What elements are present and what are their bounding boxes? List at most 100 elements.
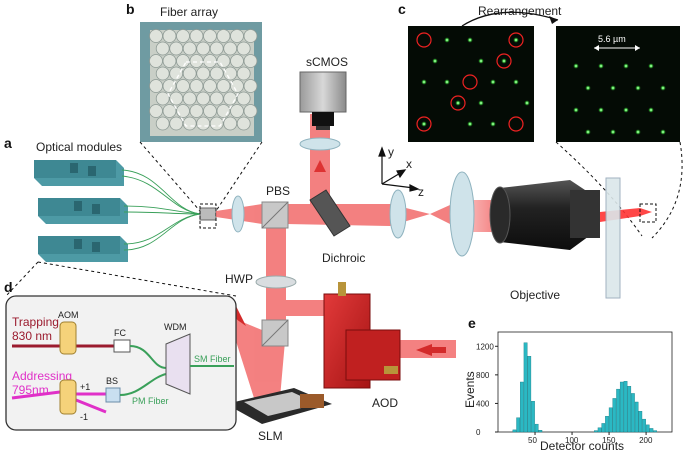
atom-spot — [585, 85, 591, 91]
fiber-core — [223, 41, 238, 56]
fiber-core — [243, 54, 258, 68]
panel-b-label: b — [126, 1, 135, 17]
rearrangement-label: Rearrangement — [478, 4, 562, 18]
fiber-core — [169, 91, 184, 106]
atom-spot — [478, 100, 484, 106]
fiber-core — [236, 66, 251, 81]
atom-spot — [648, 107, 654, 113]
fiber-array-label: Fiber array — [160, 5, 218, 19]
histogram-bar — [520, 381, 524, 433]
histogram-bar — [597, 427, 602, 433]
lens-camera — [299, 137, 341, 151]
fiber-core — [216, 54, 231, 68]
aom-label: AOM — [58, 310, 79, 320]
fiber-trap — [129, 345, 167, 369]
fiber-core — [189, 54, 204, 68]
histogram-bar — [531, 401, 535, 433]
panel-e-label: e — [468, 315, 476, 331]
histogram-bar — [638, 411, 643, 433]
atom-spot — [444, 79, 450, 85]
fiber-core — [236, 41, 251, 56]
histogram-bar — [608, 407, 613, 433]
fiber-core — [182, 116, 197, 131]
dichroic-mirror — [309, 189, 351, 237]
fiber-core — [169, 41, 184, 56]
atom-spot — [455, 100, 461, 106]
aom-top — [59, 321, 77, 355]
x-tick-label: 50 — [528, 436, 537, 445]
defect-circle — [450, 95, 466, 111]
x-tick-label: 200 — [639, 436, 653, 445]
trapping-label: Trapping — [12, 315, 59, 329]
atom-spot — [490, 121, 496, 127]
pbs-label: PBS — [266, 184, 290, 198]
hwp-label: HWP — [225, 272, 253, 286]
bs-label: BS — [106, 376, 118, 386]
defect-circle — [416, 32, 432, 48]
histogram-bar — [649, 428, 654, 433]
fiber-core — [169, 66, 184, 81]
plot-frame — [497, 331, 673, 433]
hexagon-outline — [167, 61, 239, 127]
histogram-bar — [642, 418, 646, 433]
fiber-core — [149, 79, 163, 93]
optical-modules — [34, 160, 201, 262]
coordinate-axes — [378, 146, 420, 192]
defect-circle — [416, 116, 432, 132]
zoom-line-c2 — [555, 141, 643, 237]
slm-label: SLM — [258, 429, 283, 443]
defect-circle — [496, 53, 512, 69]
axis-x-label: x — [406, 157, 412, 171]
atom-spot — [467, 121, 473, 127]
fiber-core — [189, 104, 204, 118]
fiber-core — [176, 54, 190, 68]
defect-circle — [508, 116, 524, 132]
fiber-core — [209, 41, 224, 56]
aom-bottom — [59, 379, 77, 415]
fiber-core — [176, 29, 190, 43]
histogram-bar — [627, 386, 632, 433]
fiber-core — [209, 91, 224, 106]
y-axis-label: Events — [463, 371, 477, 408]
fiber-core — [209, 66, 224, 81]
atom-spot — [585, 129, 591, 135]
atom-spot — [444, 37, 450, 43]
atom-spot — [610, 85, 616, 91]
atom-spot — [598, 107, 604, 113]
atom-spot — [660, 85, 666, 91]
defect-circle — [462, 74, 478, 90]
fiber-core — [182, 66, 197, 81]
sm-fiber-label: SM Fiber — [194, 354, 231, 364]
fc-label: FC — [114, 328, 126, 338]
axis-y-label: y — [388, 145, 394, 159]
hwp-plate — [255, 275, 297, 289]
fiber-core — [230, 104, 244, 118]
scale-label: 5.6 µm — [598, 34, 626, 44]
fiber-core — [223, 66, 238, 81]
fiber-core — [162, 54, 177, 68]
after-image — [556, 26, 680, 142]
zoom-line-b-left — [139, 141, 201, 212]
fiber-core — [182, 41, 197, 56]
atom-spot — [421, 79, 427, 85]
atom-spot — [524, 100, 530, 106]
fiber-core — [203, 79, 217, 93]
histogram-bar — [623, 381, 628, 433]
fiber-core — [243, 29, 258, 43]
y-tick-label: 800 — [476, 371, 490, 380]
lens-3 — [449, 171, 475, 257]
atom-spot — [635, 129, 641, 135]
fiber-core — [223, 91, 238, 106]
panel-a-label: a — [4, 135, 12, 151]
fiber-core — [196, 91, 211, 106]
rearrangement-arrowhead — [549, 16, 558, 24]
module-2 — [38, 198, 128, 224]
module-3 — [38, 236, 128, 262]
fiber-core — [223, 116, 238, 131]
pbs-cube — [261, 201, 289, 229]
atom-spot — [610, 129, 616, 135]
atom-spot — [501, 58, 507, 64]
histogram-bar — [512, 429, 517, 433]
lens-1 — [231, 195, 245, 233]
